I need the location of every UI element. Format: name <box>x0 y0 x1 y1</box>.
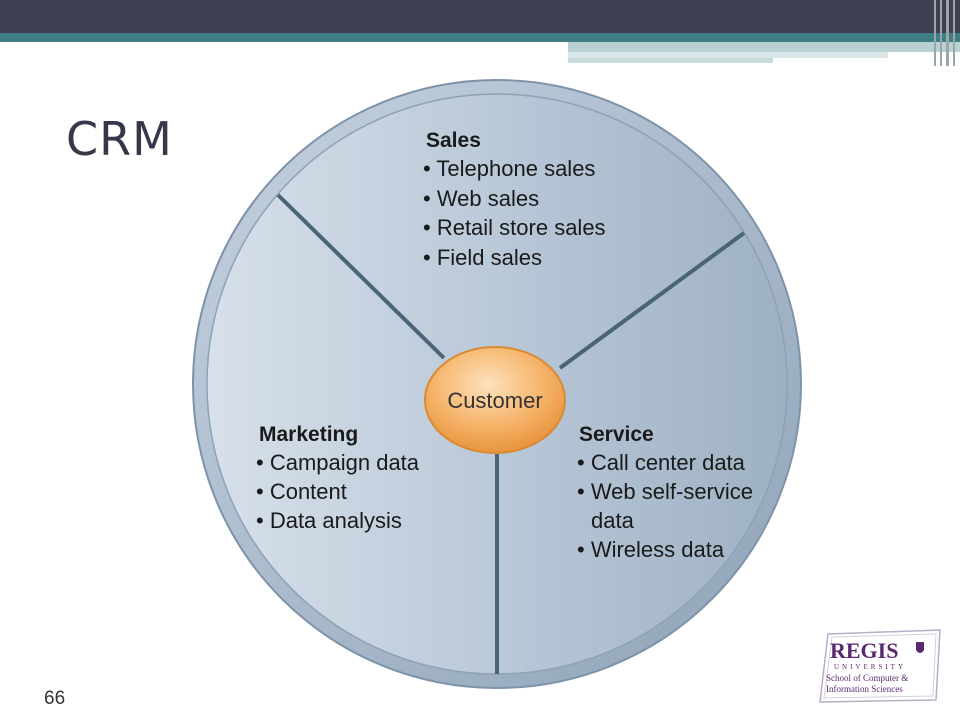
wheel-spoke <box>558 231 746 370</box>
regis-university-logo: REGIS UNIVERSITY School of Computer & In… <box>819 629 941 703</box>
marketing-item: • Campaign data <box>256 450 420 475</box>
sales-item: • Telephone sales <box>423 156 595 181</box>
header-accent-stripe <box>568 52 888 58</box>
slide-title: CRM <box>66 112 173 166</box>
marketing-item: • Data analysis <box>256 508 402 533</box>
service-item: • Call center data <box>577 450 746 475</box>
marketing-heading: Marketing <box>259 423 358 446</box>
decorative-line <box>934 0 936 66</box>
customer-label: Customer <box>447 388 542 413</box>
header-accent-band <box>0 33 960 42</box>
header-bar <box>0 0 960 33</box>
decorative-line <box>946 0 949 66</box>
logo-line: Information Sciences <box>826 684 903 694</box>
service-heading: Service <box>579 423 654 446</box>
sales-item: • Web sales <box>423 186 539 211</box>
sales-heading: Sales <box>426 129 481 152</box>
service-item: • Wireless data <box>577 537 725 562</box>
page-number: 66 <box>44 688 66 709</box>
wheel-spoke <box>276 193 446 360</box>
sales-item: • Retail store sales <box>423 215 606 240</box>
header-accent-stripe <box>568 42 960 52</box>
logo-subtitle: UNIVERSITY <box>834 663 906 671</box>
marketing-section: Marketing • Campaign data • Content • Da… <box>256 423 420 533</box>
service-item: • Web self-service <box>577 479 753 504</box>
logo-line: School of Computer & <box>826 673 908 683</box>
logo-frame-inner <box>823 633 937 699</box>
service-section: Service • Call center data • Web self-se… <box>577 423 753 562</box>
decorative-line <box>953 0 955 66</box>
decorative-line <box>940 0 942 66</box>
crm-wheel-diagram: Customer Sales • Telephone sales • Web s… <box>191 78 803 690</box>
logo-frame <box>819 629 941 703</box>
marketing-item: • Content <box>256 479 347 504</box>
service-item: data <box>591 508 635 533</box>
customer-hub <box>424 346 566 454</box>
sales-item: • Field sales <box>423 245 542 270</box>
shield-icon <box>916 642 924 653</box>
sales-section: Sales • Telephone sales • Web sales • Re… <box>423 129 606 270</box>
header-accent-stripe <box>568 58 773 63</box>
logo-name: REGIS <box>830 638 898 663</box>
